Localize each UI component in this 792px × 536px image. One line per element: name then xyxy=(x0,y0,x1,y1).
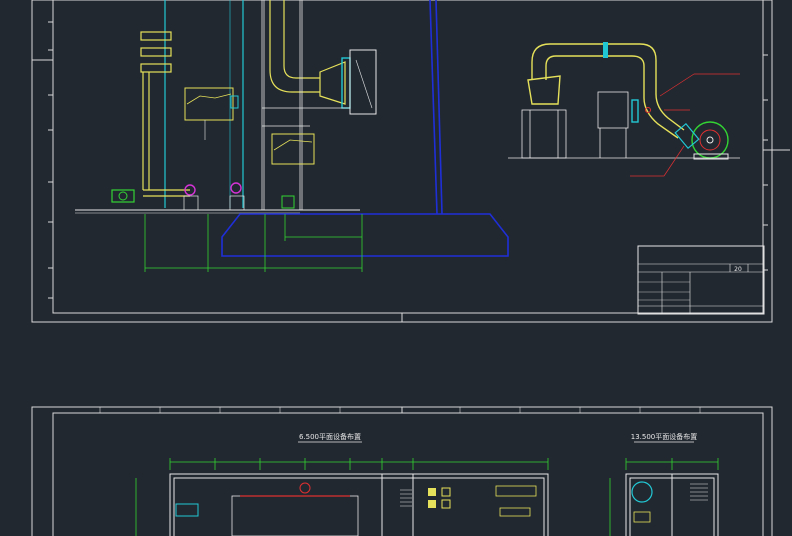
plan-dimension-chain xyxy=(135,458,719,536)
pipe-3 xyxy=(140,63,172,73)
pump-icon xyxy=(111,189,135,203)
title-block: 20 xyxy=(637,245,765,315)
top-sheet xyxy=(31,0,790,323)
bottom-sheet: 6.500平面设备布置 13.500平面设备布置 xyxy=(31,406,773,536)
top-inner-frame xyxy=(52,0,764,314)
valve-icon xyxy=(184,182,242,196)
fan-housing-elev xyxy=(349,49,377,115)
fan-detail-view xyxy=(508,42,740,177)
plan-process-unit xyxy=(231,495,359,536)
support-frame xyxy=(261,0,350,210)
tank-inner-box xyxy=(184,87,234,121)
scrubber-box xyxy=(271,133,315,165)
pump-base-2 xyxy=(229,195,245,211)
plan-fan xyxy=(299,482,311,494)
duct-elevation xyxy=(269,0,346,105)
control-panel-2 xyxy=(428,500,436,508)
title-block-scale: 20 xyxy=(734,266,742,273)
dimension-lines xyxy=(144,214,363,272)
elevation-view xyxy=(75,0,509,272)
plan-stairs xyxy=(400,483,708,507)
pipe-1 xyxy=(140,31,172,41)
damper xyxy=(341,57,351,109)
plan-tank xyxy=(175,503,199,517)
exhaust-stack xyxy=(221,0,509,257)
bottom-top-ticks xyxy=(99,407,701,413)
bottom-inner-frame xyxy=(52,412,764,536)
feed-pipes xyxy=(140,31,190,197)
fan-duct xyxy=(527,43,685,139)
callout-leaders xyxy=(630,73,740,177)
plan-left-title: 6.500平面设备布置 xyxy=(299,432,361,441)
pump-base-1 xyxy=(183,195,199,211)
control-panel-1 xyxy=(428,488,436,496)
plan-walls xyxy=(169,473,719,536)
plan-fan-right xyxy=(631,481,653,503)
side-nozzle xyxy=(230,95,239,109)
fan-inlet xyxy=(674,122,700,150)
level-line xyxy=(186,93,232,105)
fan-supports xyxy=(508,91,740,159)
bottom-outer-frame xyxy=(31,406,773,536)
right-margin-ticks xyxy=(763,54,768,271)
small-pump xyxy=(281,195,295,209)
left-margin-ticks xyxy=(48,21,53,299)
vertical-damper xyxy=(631,99,639,123)
duct-damper xyxy=(603,42,608,58)
plan-right-title: 13.500平面设备布置 xyxy=(631,432,698,441)
fan-base xyxy=(693,153,729,160)
pipe-2 xyxy=(140,47,172,57)
electrical-cabinet xyxy=(495,485,537,497)
